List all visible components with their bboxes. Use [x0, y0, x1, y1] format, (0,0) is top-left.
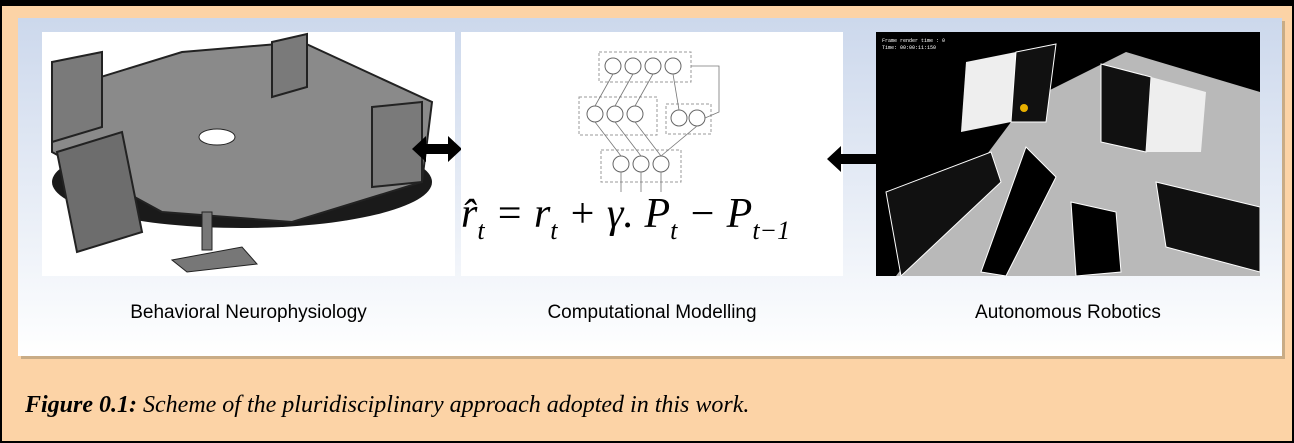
- caption-prefix: Figure 0.1:: [25, 392, 138, 418]
- double-arrow-right-icon: [827, 146, 903, 172]
- sim-overlay-line2: Time: 00:00:11:150: [882, 45, 936, 51]
- eq-r-sub: t: [550, 216, 558, 245]
- robot-maze-simulation-image: Frame render time : 0 Time: 00:00:11:150: [876, 32, 1261, 277]
- eq-lhs-sub: t: [477, 216, 485, 245]
- label-behavioral-neurophysiology: Behavioral Neurophysiology: [130, 302, 367, 323]
- eq-minus: −: [687, 191, 717, 237]
- maze-apparatus-image: [42, 32, 462, 276]
- eq-gamma: γ.: [606, 191, 634, 237]
- neural-network-image: r̂t = rt + γ. Pt − Pt−1: [461, 32, 843, 276]
- eq-p1: P: [644, 191, 671, 237]
- simulation-scene: Frame render time : 0 Time: 00:00:11:150: [882, 38, 1261, 277]
- td-error-equation: r̂t = rt + γ. Pt − Pt−1: [461, 190, 843, 248]
- eq-p1-sub: t: [670, 216, 678, 245]
- eq-p2-sub: t−1: [752, 216, 791, 245]
- double-arrow-left-icon: [412, 136, 462, 162]
- eq-plus: +: [568, 191, 597, 237]
- label-autonomous-robotics: Autonomous Robotics: [975, 302, 1161, 323]
- network-schematic: [578, 51, 720, 192]
- eq-lhs: r̂: [461, 191, 478, 237]
- figure-caption: Figure 0.1: Scheme of the pluridisciplin…: [25, 392, 749, 419]
- eq-r: r: [533, 191, 551, 237]
- eq-p2: P: [726, 191, 753, 237]
- maze-apparatus-drawing: [51, 32, 434, 273]
- caption-text: Scheme of the pluridisciplinary approach…: [137, 392, 750, 418]
- label-computational-modelling: Computational Modelling: [547, 302, 757, 323]
- sim-overlay-line1: Frame render time : 0: [882, 38, 945, 44]
- eq-equals: =: [495, 191, 524, 237]
